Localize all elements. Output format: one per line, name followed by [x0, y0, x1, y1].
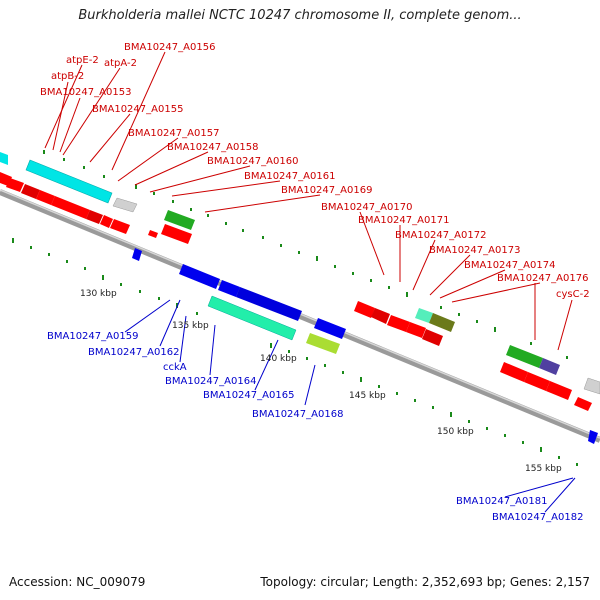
map-title: Burkholderia mallei NCTC 10247 chromosom…: [78, 8, 522, 23]
gene-label: atpA-2: [104, 58, 137, 69]
kbp-label: 130 kbp: [80, 289, 117, 299]
gene-label: BMA10247_A0161: [244, 171, 335, 182]
kbp-label: 155 kbp: [525, 464, 562, 474]
gene-label: BMA10247_A0171: [358, 215, 449, 226]
gene-label: BMA10247_A0174: [464, 260, 555, 271]
gene-label: BMA10247_A0165: [203, 390, 294, 401]
gene-label: BMA10247_A0158: [167, 142, 258, 153]
gene-label: BMA10247_A0172: [395, 230, 486, 241]
top-leader-lines: [44, 51, 573, 351]
gene-label: BMA10247_A0176: [497, 273, 588, 284]
gene-label: BMA10247_A0160: [207, 156, 298, 167]
gene-label: BMA10247_A0159: [47, 331, 138, 342]
kbp-label: 145 kbp: [349, 391, 386, 401]
gene-label: BMA10247_A0155: [92, 104, 183, 115]
accession-text: Accession: NC_009079: [9, 575, 146, 589]
gene-label: BMA10247_A0156: [124, 42, 215, 53]
gene-label: BMA10247_A0168: [252, 409, 343, 420]
gene-label: BMA10247_A0157: [128, 128, 219, 139]
gene-label: BMA10247_A0182: [492, 512, 583, 523]
lower-gene-track: [132, 248, 598, 444]
bottom-leader-lines: [124, 299, 576, 513]
upper-tick-row: [43, 150, 568, 359]
kbp-label: 140 kbp: [260, 354, 297, 364]
gene-label: BMA10247_A0153: [40, 87, 131, 98]
gene-label: BMA10247_A0169: [281, 185, 372, 196]
kbp-label: 135 kbp: [172, 321, 209, 331]
top-gene-labels: BMA10247_A0156 atpE-2 atpA-2 atpB-2 BMA1…: [40, 42, 590, 300]
gene-label: BMA10247_A0162: [88, 347, 179, 358]
gene-label: BMA10247_A0173: [429, 245, 520, 256]
gene-label: atpE-2: [66, 55, 99, 66]
kbp-labels: 130 kbp 135 kbp 140 kbp 145 kbp 150 kbp …: [80, 289, 562, 474]
gene-label: atpB-2: [51, 71, 84, 82]
gene-label: cysC-2: [556, 289, 590, 300]
upper-gene-track: [0, 152, 600, 411]
gene-label: BMA10247_A0164: [165, 376, 256, 387]
kbp-label: 150 kbp: [437, 427, 474, 437]
gene-label: BMA10247_A0170: [321, 202, 412, 213]
gene-label: cckA: [163, 362, 187, 373]
bottom-gene-labels: BMA10247_A0159 BMA10247_A0162 cckA BMA10…: [47, 331, 583, 523]
topology-text: Topology: circular; Length: 2,352,693 bp…: [260, 575, 590, 589]
lower-tick-row: [12, 238, 578, 466]
gene-label: BMA10247_A0181: [456, 496, 547, 507]
